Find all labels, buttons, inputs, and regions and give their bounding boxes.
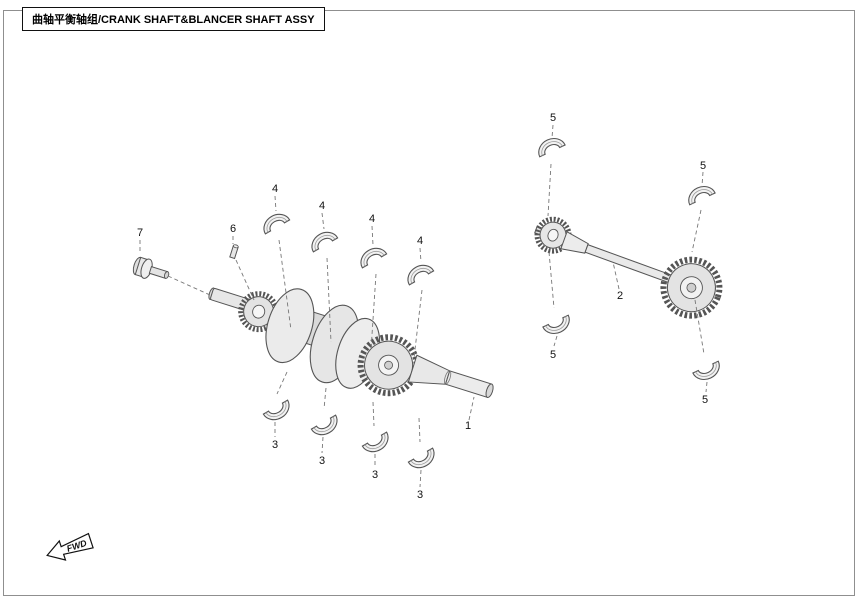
- crank-output-end: [485, 383, 494, 398]
- balancer-shell-top-left: [534, 133, 566, 158]
- balancer-shell-bottom-left: [542, 314, 574, 339]
- bearing-shell-lower-2: [310, 414, 343, 441]
- crank-primary-gear-bore: [384, 360, 393, 370]
- title-box: 曲轴平衡轴组/CRANK SHAFT&BLANCER SHAFT ASSY: [22, 7, 325, 31]
- balancer-shell-bottom-right: [692, 360, 724, 385]
- leader-line: [274, 195, 277, 212]
- leader-line: [326, 257, 332, 343]
- balancer-right-gear-hub: [686, 282, 697, 293]
- callout-label-5b: 5: [700, 160, 706, 172]
- page-border: [3, 10, 855, 596]
- callout-label-4a: 4: [272, 183, 278, 195]
- bearing-shell-upper-4: [402, 259, 435, 286]
- leader-line: [413, 289, 423, 359]
- callout-label-1: 1: [465, 420, 471, 432]
- callout-label-4b: 4: [319, 200, 325, 212]
- leader-line: [701, 171, 704, 187]
- leader-lines: [139, 124, 708, 488]
- leader-line: [419, 247, 422, 263]
- callout-label-3d: 3: [417, 489, 423, 501]
- leader-line: [612, 261, 620, 290]
- bearing-shell-lower-4: [407, 447, 440, 474]
- leader-line: [548, 251, 555, 309]
- fwd-arrow-shape: [46, 532, 94, 561]
- leader-line: [370, 273, 377, 351]
- leader-line: [694, 299, 705, 355]
- leader-line: [323, 387, 327, 410]
- crank-output-step: [444, 370, 452, 385]
- leader-line: [321, 436, 324, 454]
- crank-output-taper: [407, 354, 451, 385]
- balancer-shell-top-right: [684, 181, 716, 206]
- leader-line: [371, 225, 374, 246]
- balancer-shaft: [534, 216, 723, 319]
- bearing-shell-lower-1: [262, 399, 295, 426]
- crank-primary-gear-teeth: [357, 334, 420, 397]
- leader-line: [547, 163, 552, 217]
- balancer-cone: [560, 231, 589, 254]
- bearing-shell-upper-3: [355, 242, 388, 269]
- callout-label-5a: 5: [550, 112, 556, 124]
- crankshaft: [208, 287, 494, 399]
- callout-label-3b: 3: [319, 455, 325, 467]
- callout-label-7: 7: [137, 227, 143, 239]
- leader-line: [321, 212, 325, 230]
- leader-line: [468, 396, 475, 421]
- crank-timing-gear-hub: [252, 304, 266, 319]
- callout-label-4c: 4: [369, 213, 375, 225]
- dowel-pin: [229, 244, 239, 260]
- leader-line: [553, 335, 558, 347]
- diagram-title: 曲轴平衡轴组/CRANK SHAFT&BLANCER SHAFT ASSY: [32, 14, 315, 26]
- callout-label-2: 2: [617, 290, 623, 302]
- bearing-shell-upper-1: [258, 208, 291, 235]
- callout-label-5d: 5: [702, 394, 708, 406]
- fwd-arrow: FWD: [46, 532, 94, 561]
- leader-line: [418, 417, 421, 443]
- leader-line: [691, 209, 702, 253]
- crank-web-1: [265, 288, 315, 364]
- callout-label-6: 6: [230, 223, 236, 235]
- leader-line: [419, 469, 422, 488]
- bolt: [132, 256, 170, 279]
- balancer-right-gear-teeth: [660, 256, 723, 319]
- leader-line: [372, 401, 375, 427]
- balancer-left-gear-hub: [547, 228, 559, 242]
- crank-output-shaft: [444, 370, 493, 399]
- pin-top: [232, 244, 239, 249]
- leader-line: [705, 381, 708, 393]
- callout-label-3a: 3: [272, 439, 278, 451]
- leader-line: [278, 239, 292, 331]
- callout-label-5c: 5: [550, 349, 556, 361]
- bolt-tip: [163, 271, 170, 279]
- leader-line: [167, 275, 211, 296]
- bearing-shell-lower-3: [361, 431, 394, 458]
- callout-label-3c: 3: [372, 469, 378, 481]
- callout-label-4d: 4: [417, 235, 423, 247]
- leader-line: [551, 124, 554, 139]
- leader-line: [235, 259, 255, 301]
- leader-line: [276, 371, 288, 395]
- bearing-shell-upper-2: [306, 226, 339, 253]
